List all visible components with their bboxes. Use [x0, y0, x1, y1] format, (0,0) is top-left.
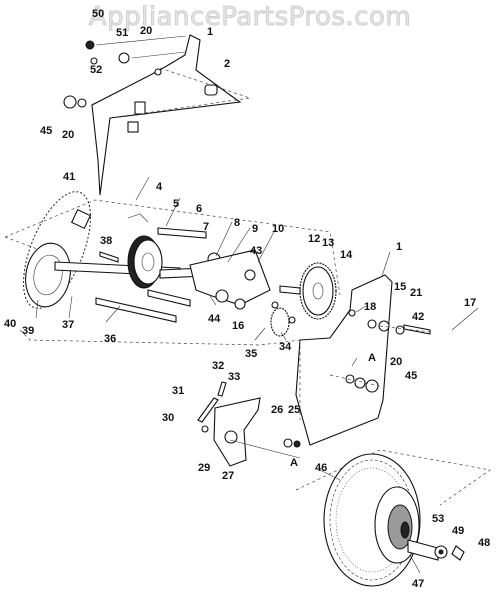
callout-label: 38 — [100, 235, 112, 247]
callout-label: 49 — [452, 525, 464, 537]
callout-label: 52 — [90, 64, 102, 76]
lower-fasteners — [329, 374, 381, 393]
callout-label: 6 — [196, 203, 202, 215]
callout-label: 9 — [252, 223, 258, 235]
rod-36 — [95, 297, 177, 323]
callout-label: 8 — [234, 217, 240, 229]
callout-label: 18 — [364, 301, 376, 313]
upper-fasteners — [63, 35, 218, 109]
callout-label: 32 — [212, 360, 224, 372]
lower-bracket — [197, 381, 301, 467]
callout-label: 13 — [322, 237, 334, 249]
callout-label: 46 — [315, 462, 327, 474]
callout-label: 20 — [390, 356, 402, 368]
callout-label: 10 — [272, 223, 284, 235]
callout-label: 1 — [207, 26, 213, 38]
wheel-platform — [295, 449, 491, 506]
callout-label: 27 — [222, 470, 234, 482]
lower-side-plate — [295, 274, 393, 446]
drive-chain — [23, 191, 92, 309]
callout-label: 4 — [156, 181, 163, 193]
callout-label: 42 — [412, 311, 424, 323]
upper-bracket-floor — [109, 67, 251, 119]
callout-label: 39 — [22, 325, 34, 337]
pulley — [127, 213, 207, 289]
idler-bracket — [147, 249, 271, 310]
callout-label: 45 — [405, 370, 417, 382]
callout-label: 53 — [432, 513, 444, 525]
callout-label: 36 — [104, 333, 116, 345]
wheel — [323, 453, 421, 587]
mid-platform — [4, 199, 341, 346]
callout-label: 30 — [162, 412, 174, 424]
callout-label: 1 — [396, 241, 402, 253]
callout-label: 31 — [172, 385, 184, 397]
callout-label: 50 — [92, 8, 104, 20]
leader-lines — [35, 176, 479, 574]
callout-label: 41 — [63, 171, 75, 183]
callout-label: 7 — [203, 221, 209, 233]
callout-label: 21 — [410, 287, 422, 299]
callout-label: 5 — [173, 198, 179, 210]
callout-label: 33 — [228, 371, 240, 383]
callout-label: 2 — [224, 58, 230, 70]
callout-label: 45 — [40, 125, 52, 137]
callout-label: A — [368, 352, 376, 364]
callout-label: 20 — [140, 25, 152, 37]
callout-label: 16 — [232, 320, 244, 332]
callout-label: 26 — [271, 404, 283, 416]
callout-label: 12 — [308, 233, 320, 245]
callout-label: 35 — [245, 348, 257, 360]
callout-label: 25 — [288, 404, 300, 416]
callout-label: 17 — [464, 297, 476, 309]
callout-label: 37 — [62, 319, 74, 331]
nut-washer-26-25 — [283, 438, 301, 448]
callout-label: 43 — [250, 245, 262, 257]
callout-label: 51 — [116, 27, 128, 39]
callout-label: 20 — [62, 129, 74, 141]
callout-label: 34 — [279, 341, 292, 353]
callout-label: 47 — [412, 578, 424, 590]
callout-label: 15 — [394, 281, 406, 293]
pin-38 — [99, 251, 119, 263]
watermark: AppliancePartsPros.com — [88, 2, 412, 33]
callout-labels: 50 51 20 1 52 2 45 20 41 4 5 6 38 7 8 9 … — [4, 8, 490, 590]
callout-label: 48 — [478, 537, 490, 549]
callout-label: 29 — [198, 462, 210, 474]
small-sprocket — [270, 301, 296, 337]
right-fasteners — [367, 319, 431, 335]
callout-label: 44 — [208, 313, 221, 325]
callout-label: 40 — [4, 318, 16, 330]
callout-label: A — [290, 457, 298, 469]
callout-label: 14 — [340, 249, 353, 261]
large-sprocket — [279, 262, 337, 320]
axle-parts — [407, 539, 465, 561]
upper-side-plate — [91, 34, 242, 196]
